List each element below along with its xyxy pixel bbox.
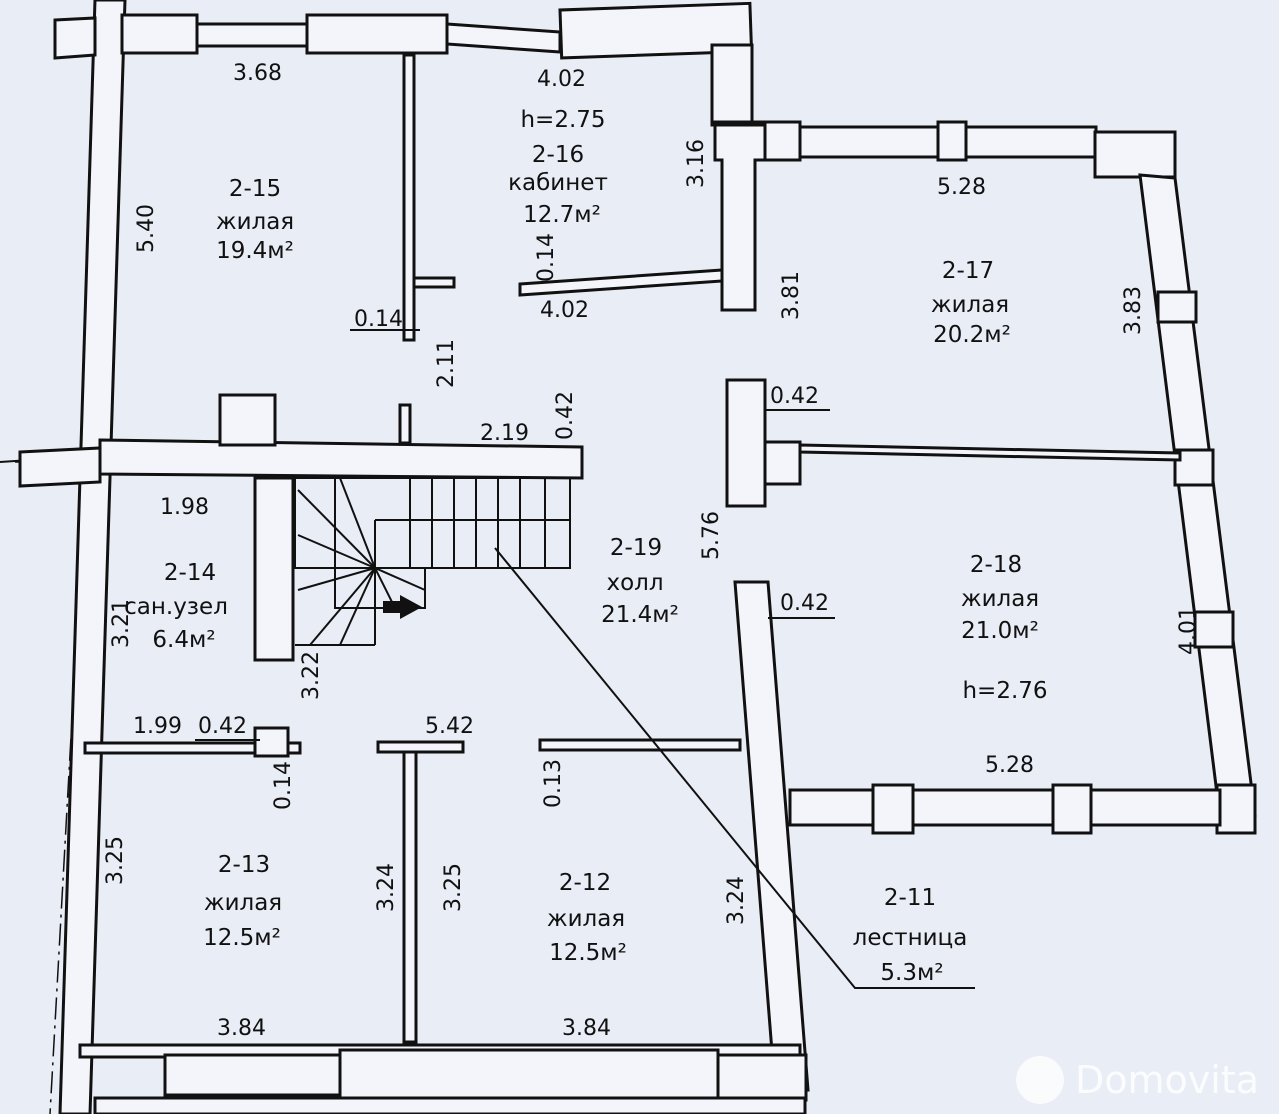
room-area: 12.5м²: [549, 940, 627, 966]
dim-label: 0.42: [198, 714, 247, 739]
room-id: 2-11: [884, 885, 936, 911]
dim-label: 3.81: [779, 271, 804, 320]
room-id: 2-15: [229, 176, 281, 202]
dim-label: 5.40: [134, 204, 159, 253]
dim-label: 3.83: [1121, 286, 1146, 335]
room-height: h=2.76: [962, 678, 1047, 704]
walls: [18, 0, 1257, 1114]
room-2-14: 2-14 сан.узел 6.4м²: [124, 560, 228, 653]
dimensions: 3.68 4.02 3.16 5.28 5.40 0.14 0.14 4.02 …: [103, 61, 1201, 1041]
dim-label: 3.16: [684, 139, 709, 188]
room-id: 2-12: [559, 870, 611, 896]
dim-label: 3.84: [217, 1016, 266, 1041]
dim-label: 3.24: [724, 876, 749, 925]
room-name: жилая: [547, 906, 625, 932]
room-area: 20.2м²: [933, 322, 1011, 348]
room-name: кабинет: [508, 170, 608, 196]
dim-label: 5.28: [985, 753, 1034, 778]
dim-label: 3.84: [562, 1016, 611, 1041]
stair-arrow: [383, 595, 422, 619]
room-2-11: 2-11 лестница 5.3м²: [853, 885, 968, 986]
room-2-12: 2-12 жилая 12.5м²: [547, 870, 627, 966]
staircase: [294, 477, 975, 989]
room-name: холл: [606, 570, 663, 596]
dim-label: 5.42: [425, 714, 474, 739]
room-id: 2-19: [610, 535, 662, 561]
dim-label: 0.42: [770, 384, 819, 409]
dim-label: 3.25: [441, 863, 466, 912]
dim-label: 1.99: [133, 714, 182, 739]
dim-label: 5.28: [937, 175, 986, 200]
dim-label: 4.01: [1176, 606, 1201, 655]
room-name: лестница: [853, 925, 968, 951]
watermark-logo-icon: [1016, 1056, 1064, 1104]
room-area: 19.4м²: [216, 238, 294, 264]
room-area: 21.0м²: [961, 618, 1039, 644]
dim-label: 2.11: [434, 339, 459, 388]
dim-label: 5.76: [699, 511, 724, 560]
dim-label: 0.14: [354, 307, 403, 332]
dim-label: 0.42: [553, 391, 578, 440]
room-name: жилая: [216, 209, 294, 235]
dim-label: 4.02: [540, 298, 589, 323]
dim-label: 3.68: [233, 61, 282, 86]
dim-label: 3.24: [374, 863, 399, 912]
dim-label: 0.13: [541, 759, 566, 808]
room-name: жилая: [961, 586, 1039, 612]
room-2-13: 2-13 жилая 12.5м²: [203, 852, 282, 951]
room-2-19: 2-19 холл 21.4м²: [601, 535, 679, 628]
room-area: 12.7м²: [523, 202, 601, 228]
room-id: 2-14: [164, 560, 216, 586]
dim-label: 0.42: [780, 591, 829, 616]
room-2-18: 2-18 жилая 21.0м² h=2.76: [961, 552, 1048, 704]
room-2-16: h=2.75 2-16 кабинет 12.7м²: [508, 107, 608, 228]
dim-label: 2.19: [480, 421, 529, 446]
room-name: жилая: [931, 292, 1009, 318]
room-height: h=2.75: [520, 107, 605, 133]
room-area: 12.5м²: [203, 925, 281, 951]
room-id: 2-18: [970, 552, 1022, 578]
dim-label: 0.14: [534, 233, 559, 282]
room-id: 2-17: [942, 258, 994, 284]
room-area: 6.4м²: [152, 627, 215, 653]
dim-label: 1.98: [160, 495, 209, 520]
dim-label: 3.22: [299, 651, 324, 700]
dim-label: 0.14: [271, 761, 296, 810]
room-id: 2-16: [532, 142, 584, 168]
room-name: жилая: [204, 890, 282, 916]
room-id: 2-13: [218, 852, 270, 878]
room-area: 21.4м²: [601, 602, 679, 628]
room-2-17: 2-17 жилая 20.2м²: [931, 258, 1011, 348]
dim-label: 4.02: [537, 67, 586, 92]
room-2-15: 2-15 жилая 19.4м²: [216, 176, 294, 264]
watermark: Domovita: [1016, 1056, 1259, 1104]
dim-label: 3.21: [109, 599, 134, 648]
dim-label: 3.25: [103, 836, 128, 885]
room-name: сан.узел: [124, 594, 228, 620]
watermark-text: Domovita: [1075, 1058, 1259, 1102]
room-area: 5.3м²: [880, 960, 943, 986]
